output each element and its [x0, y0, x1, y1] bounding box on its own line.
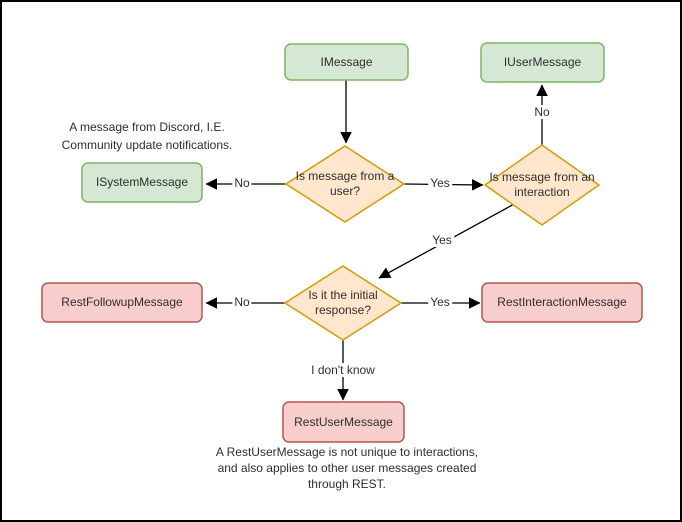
decision-initial-response-diamond: [283, 265, 403, 341]
edge-label-no-restfollowup: No: [232, 295, 252, 309]
node-restinteraction-box: [481, 282, 643, 323]
edge-label-yes-interaction: Yes: [428, 176, 452, 190]
node-restfollowup-box: [41, 282, 203, 323]
node-iusermessage-box: [480, 42, 605, 83]
node-imessage-box: [284, 43, 409, 81]
edge-label-idk-restuser: I don't know: [309, 363, 377, 377]
node-isystemmessage-box: [81, 162, 203, 203]
decision-from-interaction-diamond: [483, 144, 601, 226]
note-systemmessage: A message from Discord, I.E. Community u…: [61, 120, 233, 152]
edge-label-yes-restinteraction: Yes: [428, 295, 452, 309]
edge-label-yes-initial: Yes: [430, 233, 454, 247]
note-restusermessage: A RestUserMessage is not unique to inter…: [215, 445, 479, 491]
edge-label-no-systemmessage: No: [232, 176, 252, 190]
edge-label-no-iusermessage: No: [532, 105, 552, 119]
node-restuser-box: [282, 401, 405, 443]
decision-from-user-diamond: [284, 145, 406, 223]
